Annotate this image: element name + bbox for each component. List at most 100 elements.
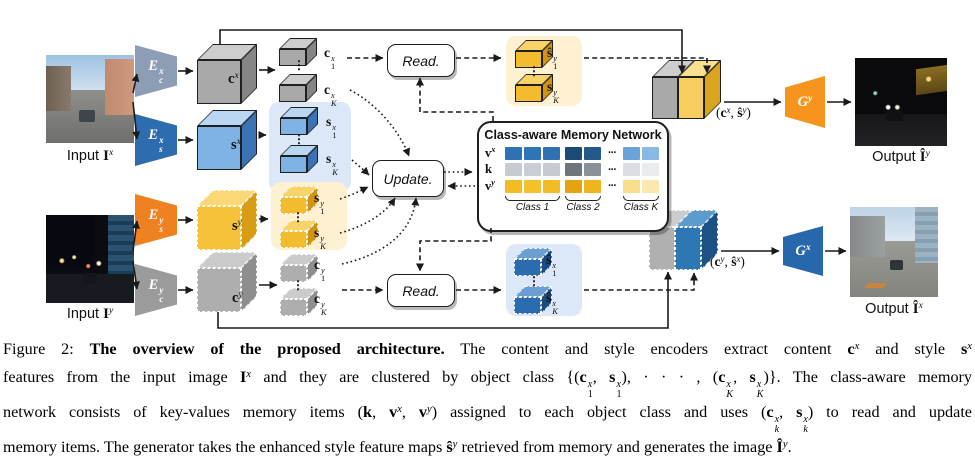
brace-class2 xyxy=(565,195,601,201)
ellipsis: ··· xyxy=(608,163,617,176)
memory-class-labels: Class 1 Class 2 Class K xyxy=(505,202,667,213)
content-feature-cube-cy xyxy=(197,252,257,312)
label-cx: cx xyxy=(228,70,239,87)
photo-car xyxy=(886,109,903,122)
memory-cell xyxy=(623,163,640,176)
memory-class-group xyxy=(505,179,560,193)
photo-car xyxy=(890,260,903,270)
generator-y: Gy xyxy=(785,76,825,128)
input-x-label: Input Ix xyxy=(66,147,114,164)
memory-cell xyxy=(505,146,522,160)
arrow-c1y-update xyxy=(341,197,420,265)
label-sx: sx xyxy=(231,136,241,153)
photo-car xyxy=(79,110,96,122)
read-label: Read. xyxy=(402,282,440,299)
classK-label: Class K xyxy=(623,201,659,213)
ellipsis: ⋮ xyxy=(528,274,540,288)
memory-cell xyxy=(565,163,582,176)
arrow-shatx-combined xyxy=(584,272,698,291)
class-cube-cKy xyxy=(280,288,318,316)
input-image-y xyxy=(46,215,134,303)
generator-y-label: Gy xyxy=(797,92,813,110)
memory-title: Class-aware Memory Network xyxy=(484,128,662,142)
memory-cell xyxy=(524,146,541,160)
memory-cell xyxy=(642,179,659,193)
label-cy: cy xyxy=(232,289,243,306)
input-y-label: Input Iy xyxy=(66,305,114,322)
memory-cell xyxy=(543,179,560,193)
class1-label: Class 1 xyxy=(515,201,550,213)
generator-x-label: Gx xyxy=(795,241,811,259)
memory-cell xyxy=(505,163,522,176)
memory-cell xyxy=(565,146,582,160)
arrow-shaty-combined xyxy=(584,57,711,74)
memory-cell xyxy=(584,146,601,160)
memory-rows: vx···k···vy··· xyxy=(479,145,667,193)
memory-braces xyxy=(505,195,667,201)
ellipsis: ··· xyxy=(608,180,617,192)
memory-cell xyxy=(623,146,640,160)
photo-building xyxy=(46,65,71,112)
read-box-bottom: Read. xyxy=(387,274,455,307)
update-label: Update. xyxy=(383,170,433,187)
memory-class-group xyxy=(623,146,659,160)
memory-cell xyxy=(623,179,640,193)
output-y-label: Output Îy xyxy=(872,148,930,165)
style-feature-cube-sx xyxy=(197,110,257,170)
memory-row: k··· xyxy=(485,162,667,177)
ellipsis: ⋮ xyxy=(292,210,304,224)
retrieved-style-y-group xyxy=(506,36,582,106)
memory-cell xyxy=(565,179,582,193)
class-cube-cKx xyxy=(279,74,317,102)
photo-building xyxy=(850,216,886,258)
combined-cube-top-gray-half xyxy=(652,60,695,119)
memory-cell xyxy=(642,146,659,160)
photo-building xyxy=(104,58,134,115)
input-image-x xyxy=(46,55,134,143)
caption-line-2: features from the input image Ix and the… xyxy=(3,367,973,400)
style-x-cluster-group xyxy=(269,102,351,192)
arrow-sKx-update xyxy=(351,159,370,176)
generator-x: Gx xyxy=(783,226,823,276)
read-box-top: Read. xyxy=(387,44,455,77)
memory-class-group xyxy=(565,163,601,176)
memory-row-label: vy xyxy=(485,178,495,193)
class2-label: Class 2 xyxy=(566,201,600,213)
label-sy: sy xyxy=(232,217,242,234)
brace-class1 xyxy=(505,195,560,201)
memory-class-group xyxy=(505,163,560,176)
ellipsis: ⋮ xyxy=(293,132,305,146)
figure-caption: Figure 2: The overview of the proposed a… xyxy=(0,332,975,462)
memory-cell xyxy=(543,146,560,160)
memory-cell xyxy=(524,163,541,176)
memory-class-group xyxy=(565,146,601,160)
memory-row: vy ··· xyxy=(485,178,667,193)
label-pair-top: (cx, ŝy) xyxy=(716,104,751,120)
memory-cell xyxy=(584,163,601,176)
retrieved-style-x-group xyxy=(506,244,582,316)
caption-line-3: network consists of key-values memory it… xyxy=(3,402,972,435)
memory-class-group xyxy=(505,146,560,160)
memory-class-group xyxy=(623,163,659,176)
output-image-y xyxy=(855,58,947,146)
style-feature-cube-sy xyxy=(197,190,257,250)
content-feature-cube-cx xyxy=(197,44,257,104)
read-label: Read. xyxy=(402,52,440,69)
